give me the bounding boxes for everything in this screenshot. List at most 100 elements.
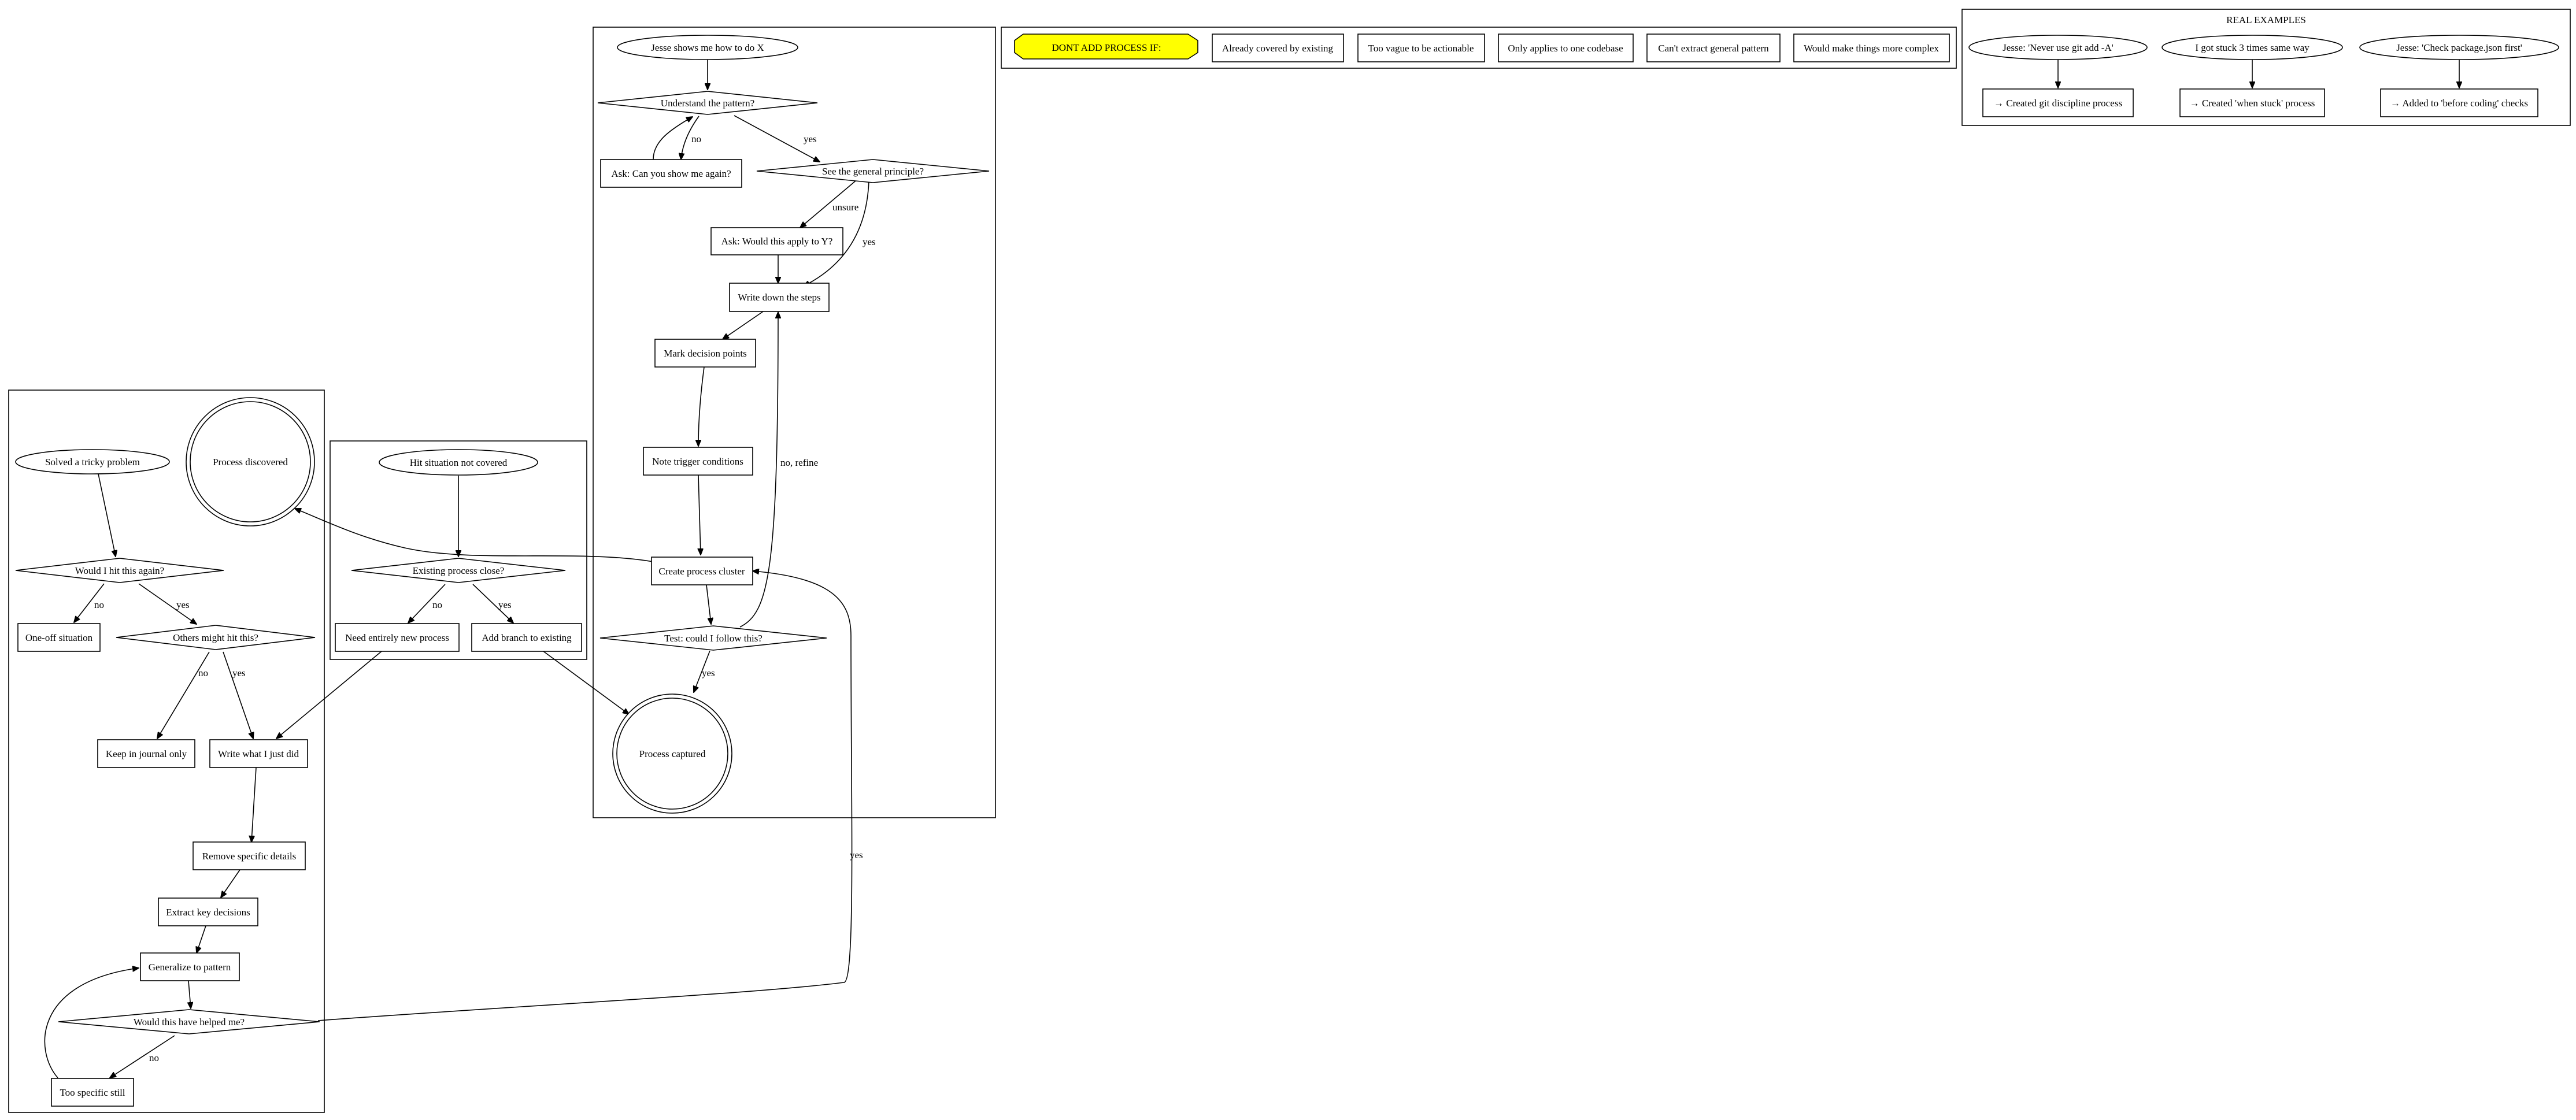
svg-text:DONT ADD PROCESS IF:: DONT ADD PROCESS IF: [1052, 42, 1161, 53]
edge-understand-principle [734, 115, 820, 162]
edge-writedid-remove [251, 767, 257, 842]
dont-add-octagon [1014, 34, 1198, 60]
svg-text:Already covered by existing: Already covered by existing [1222, 43, 1334, 54]
node-write-did: Write what I just did [209, 739, 308, 768]
node-extract-decisions: Extract key decisions [158, 898, 258, 926]
label-yes: yes [850, 850, 863, 861]
edge-others-journal [157, 651, 210, 739]
node-process-captured: Process captured [612, 693, 732, 814]
example-quote: Jesse: 'Never use git add -A' [1968, 35, 2148, 60]
examples-title: REAL EXAMPLES [2226, 14, 2306, 25]
example-result: → Created git discipline process [1982, 88, 2134, 117]
edge-solved-hitagain [98, 473, 116, 557]
svg-text:Too vague to be actionable: Too vague to be actionable [1368, 43, 1474, 54]
edge-principle-writesteps [804, 180, 869, 286]
svg-text:Can't extract general pattern: Can't extract general pattern [1658, 43, 1769, 54]
dont-add-item: Can't extract general pattern [1646, 34, 1781, 62]
svg-text:Extract key decisions: Extract key decisions [166, 907, 250, 918]
edge-principle-askapply [800, 180, 856, 228]
svg-text:Add branch to existing: Add branch to existing [482, 632, 572, 643]
label-no: no [432, 599, 442, 610]
svg-text:Hit situation not covered: Hit situation not covered [410, 457, 508, 468]
node-too-specific: Too specific still [51, 1078, 134, 1107]
label-no-refine: no, refine [780, 457, 818, 468]
edge-existing-branch [472, 584, 513, 623]
node-general-principle: See the general principle? [756, 159, 990, 183]
label-yes: yes [702, 667, 715, 678]
node-mark-decision: Mark decision points [654, 339, 756, 368]
svg-text:Would this have helped me?: Would this have helped me? [134, 1017, 245, 1028]
svg-text:Keep in journal only: Keep in journal only [106, 748, 187, 759]
svg-text:Create process cluster: Create process cluster [658, 566, 745, 577]
svg-text:Jesse: 'Check package.json fir: Jesse: 'Check package.json first' [2396, 42, 2522, 53]
node-helped-me: Would this have helped me? [58, 1009, 320, 1034]
example-quote: I got stuck 3 times same way [2162, 35, 2343, 60]
edge-create-test [706, 584, 711, 624]
edge-remove-extract [221, 869, 240, 898]
edge-understand-askshow [681, 116, 699, 160]
label-yes: yes [804, 133, 817, 144]
svg-text:Process discovered: Process discovered [213, 457, 288, 468]
label-no: no [94, 599, 104, 610]
svg-text:Need entirely new process: Need entirely new process [345, 632, 449, 643]
edge-hitagain-oneoff [74, 583, 105, 622]
node-understand-pattern: Understand the pattern? [597, 91, 818, 115]
label-no: no [691, 133, 701, 144]
svg-text:Solved a tricky problem: Solved a tricky problem [45, 457, 140, 468]
svg-text:See the general principle?: See the general principle? [822, 166, 924, 177]
node-generalize: Generalize to pattern [140, 952, 240, 981]
svg-text:Ask: Can you show me again?: Ask: Can you show me again? [611, 168, 731, 179]
svg-text:Note trigger conditions: Note trigger conditions [652, 456, 743, 467]
label-yes: yes [863, 236, 876, 247]
cluster-learning [593, 27, 996, 818]
svg-text:Understand the pattern?: Understand the pattern? [661, 98, 754, 109]
cluster-dont-add [1001, 27, 1957, 69]
edge-toospecific-generalize [44, 968, 139, 1078]
edges [44, 58, 2459, 1078]
node-keep-journal: Keep in journal only [97, 739, 195, 768]
node-ask-show-again: Ask: Can you show me again? [600, 159, 742, 188]
svg-text:Existing process close?: Existing process close? [413, 565, 505, 576]
svg-text:One-off situation: One-off situation [25, 632, 93, 643]
example-result: → Created 'when stuck' process [2179, 88, 2325, 117]
edge-existing-new [408, 584, 446, 623]
node-others-might: Others might hit this? [116, 625, 316, 650]
svg-text:→ Added to 'before coding' che: → Added to 'before coding' checks [2390, 98, 2528, 109]
label-yes: yes [232, 667, 246, 678]
node-jesse-shows: Jesse shows me how to do X [617, 35, 798, 60]
example-result: → Added to 'before coding' checks [2380, 88, 2538, 117]
edge-generalize-helped [188, 980, 191, 1008]
cluster-gap [330, 440, 587, 660]
node-existing-close: Existing process close? [351, 558, 566, 583]
edge-mark-note [698, 366, 705, 446]
node-write-steps: Write down the steps [729, 283, 830, 312]
edge-helped-create [317, 571, 853, 1021]
node-note-trigger: Note trigger conditions [643, 447, 753, 476]
edge-test-writesteps [739, 312, 778, 628]
node-hit-not-covered: Hit situation not covered [379, 449, 538, 476]
svg-text:I got stuck 3 times same way: I got stuck 3 times same way [2195, 42, 2309, 53]
edge-branch-captured [543, 651, 629, 714]
dont-add-item: Already covered by existing [1212, 34, 1344, 62]
cluster-examples [1961, 9, 2571, 126]
label-yes: yes [176, 599, 190, 610]
node-new-process: Need entirely new process [335, 623, 460, 652]
edge-helped-toospecific [110, 1035, 175, 1078]
edge-others-writedid [223, 651, 253, 739]
label-no: no [198, 667, 208, 678]
svg-text:Generalize to pattern: Generalize to pattern [149, 962, 231, 973]
svg-text:Ask: Would this apply to Y?: Ask: Would this apply to Y? [721, 236, 833, 247]
svg-text:Mark decision points: Mark decision points [664, 348, 747, 359]
edge-test-captured [694, 650, 710, 692]
edge-extract-generalize [197, 925, 206, 953]
cluster-discovery [8, 390, 325, 1113]
edge-hitagain-others [138, 583, 197, 624]
edge-askshow-understand [653, 117, 693, 160]
svg-text:Write down the steps: Write down the steps [738, 292, 820, 303]
svg-text:Remove specific details: Remove specific details [202, 851, 296, 862]
node-dont-add-title: DONT ADD PROCESS IF: [1014, 34, 1198, 60]
node-remove-details: Remove specific details [193, 841, 306, 870]
node-ask-apply: Ask: Would this apply to Y? [710, 227, 843, 255]
svg-text:Write what I just did: Write what I just did [218, 748, 299, 759]
